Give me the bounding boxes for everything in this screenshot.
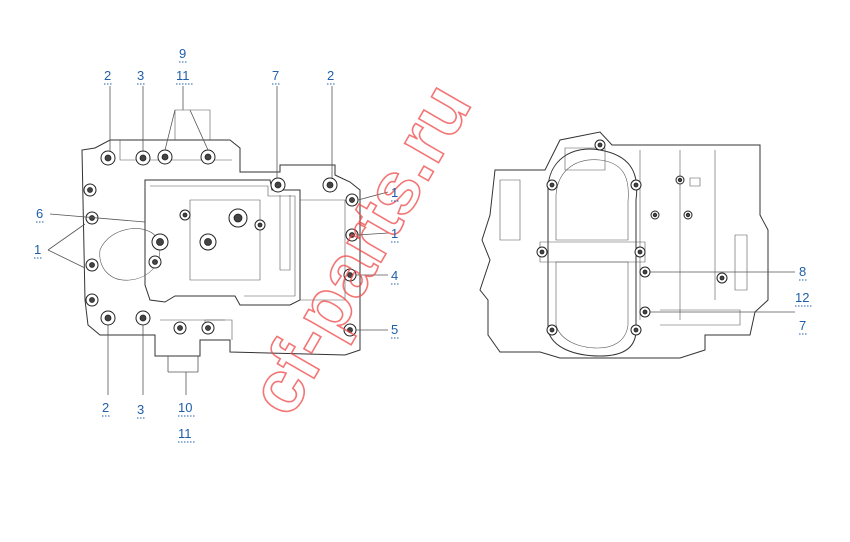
callout-7-far-right[interactable]: 7	[799, 318, 806, 333]
callout-12-far-right[interactable]: 12	[795, 290, 809, 305]
callout-9-top[interactable]: 9	[179, 46, 186, 61]
callout-3-top[interactable]: 3	[137, 68, 144, 83]
right-leader-lines	[650, 271, 795, 313]
callout-2-top-left[interactable]: 2	[104, 68, 111, 83]
callout-1-right-b[interactable]: 1	[391, 226, 398, 241]
callout-4-right[interactable]: 4	[391, 268, 398, 283]
callout-11-bottom[interactable]: 11	[178, 426, 192, 441]
callout-6-side[interactable]: 6	[36, 206, 43, 221]
callout-2-bottom[interactable]: 2	[102, 400, 109, 415]
callout-5-right[interactable]: 5	[391, 322, 398, 337]
callout-3-bottom[interactable]: 3	[137, 402, 144, 417]
callout-1-side[interactable]: 1	[34, 242, 41, 257]
right-crankcase-half	[479, 131, 769, 359]
left-leader-lines	[47, 86, 389, 395]
watermark-text: cf-parts.ru	[232, 70, 487, 428]
left-crankcase-half	[81, 109, 361, 357]
callout-7-top[interactable]: 7	[272, 68, 279, 83]
callout-2-top-right[interactable]: 2	[327, 68, 334, 83]
callout-11-top[interactable]: 11	[176, 68, 190, 83]
callout-1-right-a[interactable]: 1	[391, 185, 398, 200]
callout-8-far-right[interactable]: 8	[799, 264, 806, 279]
callout-labels: 2 3 9 11 7 2 6 1 1 1 4 5 2 3 10 11 8 12	[34, 46, 812, 443]
callout-10-bottom[interactable]: 10	[178, 400, 192, 415]
